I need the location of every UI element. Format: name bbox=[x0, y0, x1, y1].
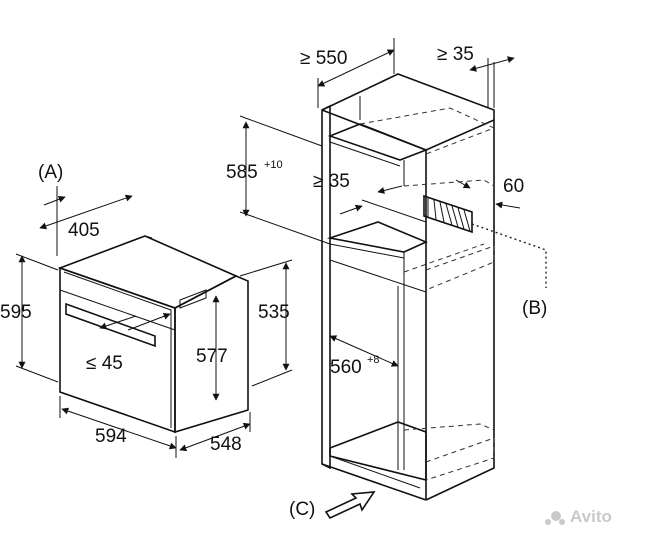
avito-watermark: Avito bbox=[545, 507, 612, 526]
dim-min-35-top: ≥ 35 bbox=[437, 44, 474, 65]
dim-60: 60 bbox=[503, 176, 524, 197]
dim-548: 548 bbox=[210, 434, 242, 455]
label-b: (B) bbox=[522, 298, 547, 319]
cabinet-drawing bbox=[321, 73, 496, 501]
dim-min-35-mid: ≥ 35 bbox=[313, 171, 350, 192]
dim-585: 585 bbox=[226, 162, 258, 183]
dim-560-tolerance: +8 bbox=[367, 354, 380, 366]
label-c: (C) bbox=[289, 499, 315, 520]
dim-577: 577 bbox=[196, 346, 228, 367]
oven-drawing bbox=[57, 235, 249, 434]
dim-min-550: ≥ 550 bbox=[300, 48, 347, 69]
dim-594: 594 bbox=[95, 426, 127, 447]
dim-max-45: ≤ 45 bbox=[86, 353, 123, 374]
dim-595: 595 bbox=[0, 302, 32, 323]
dim-560: 560 bbox=[330, 357, 362, 378]
dim-535: 535 bbox=[258, 302, 290, 323]
label-a: (A) bbox=[38, 162, 63, 183]
vent-hatching bbox=[427, 198, 471, 232]
watermark-text: Avito bbox=[570, 507, 612, 526]
dim-405: 405 bbox=[68, 220, 100, 241]
cabinet-dimensions bbox=[239, 38, 547, 520]
oven-dimensions bbox=[15, 186, 293, 458]
dim-585-tolerance: +10 bbox=[264, 159, 283, 171]
